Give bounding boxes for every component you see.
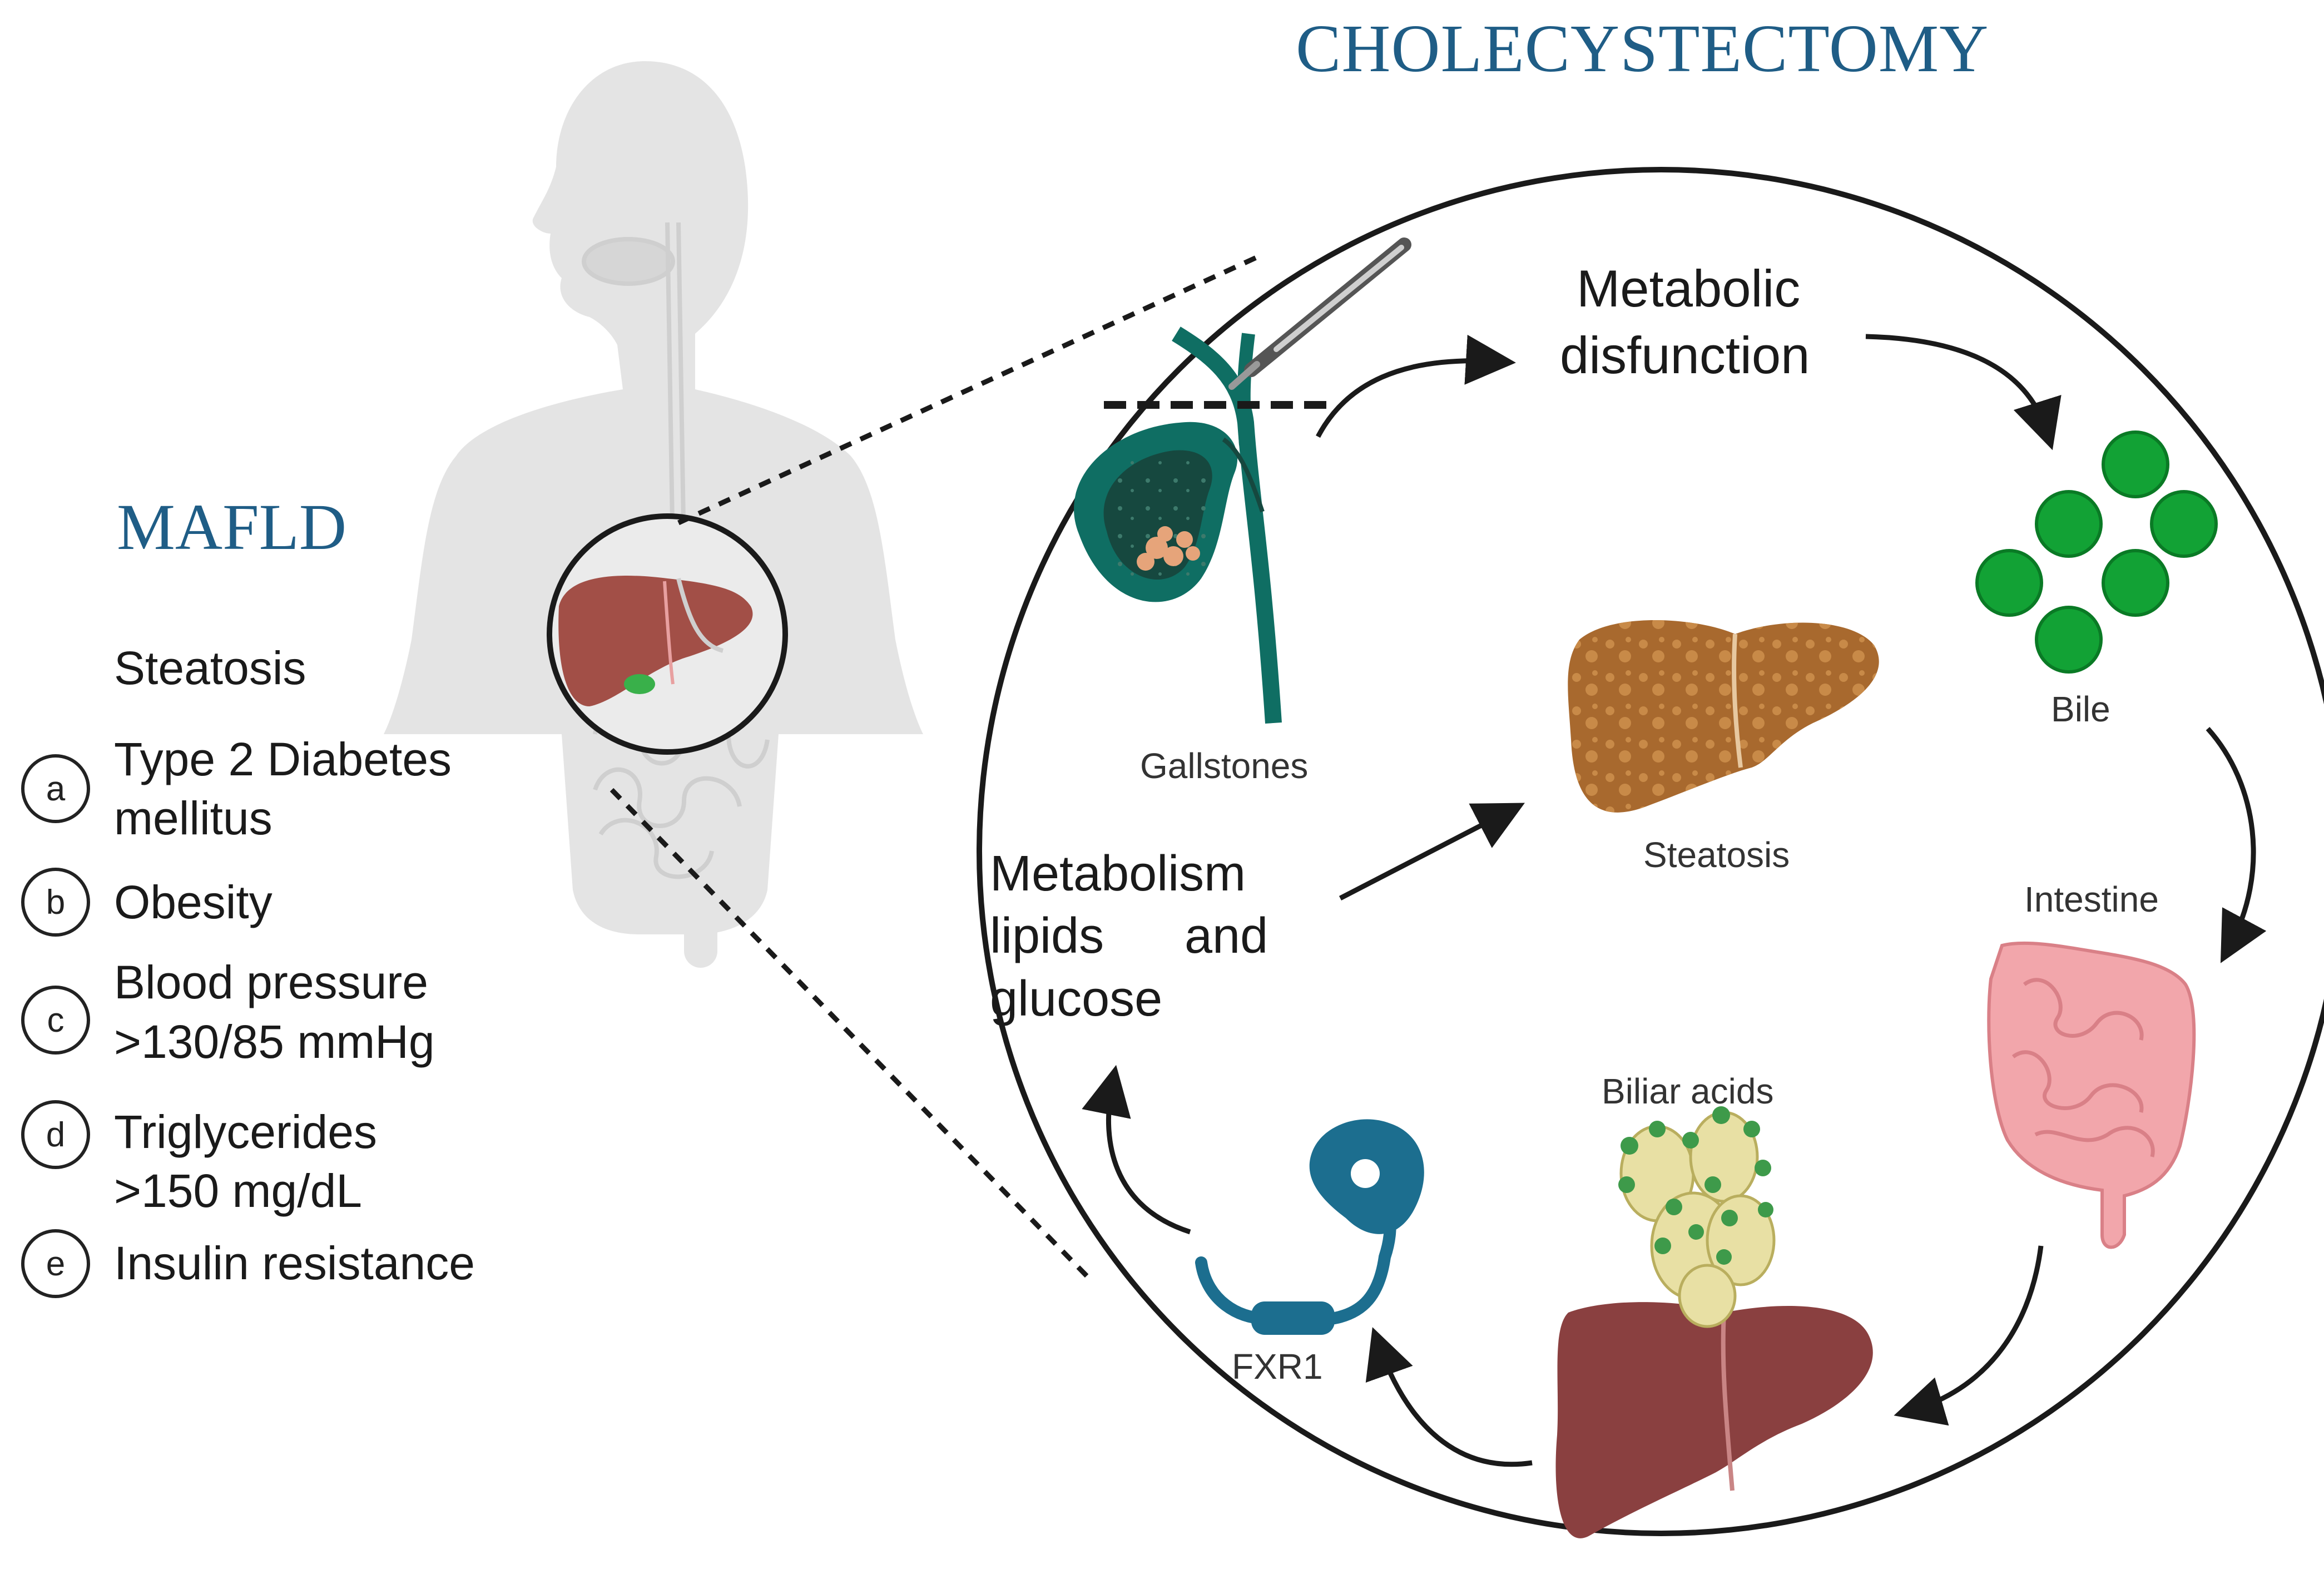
criteria-item-c-line1: Blood pressure [114, 956, 428, 1008]
liver-icon [1555, 1302, 1873, 1538]
arrow-liver-to-fxr [1365, 1327, 1533, 1467]
bile-icon [1975, 430, 2218, 674]
fxr-receptor-icon [1195, 1119, 1424, 1335]
intestine-label: Intestine [2024, 879, 2159, 919]
arrow-bile-to-intestine [2206, 726, 2267, 963]
biliar-acids-label: Biliar acids [1602, 1071, 1774, 1111]
fxr-label: FXR1 [1232, 1347, 1323, 1387]
gallstones-label: Gallstones [1140, 746, 1309, 786]
criteria-item-d-line2: >150 mg/dL [114, 1165, 363, 1217]
metabolism-line1: Metabolism [990, 846, 1246, 902]
steatosis-liver-icon [1568, 620, 1879, 813]
mafld-heading: MAFLD [117, 491, 347, 563]
criteria-badge-a: a [21, 754, 90, 823]
steatosis-label: Steatosis [1643, 835, 1790, 875]
intestine-icon [1987, 941, 2196, 1249]
metabolism-line2-word1: lipids [990, 908, 1104, 964]
biliar-acids-icon [1618, 1106, 1776, 1328]
criteria-badge-d: d [21, 1100, 90, 1169]
metabolism-line3: glucose [990, 971, 1163, 1027]
cycle-arrows [1082, 334, 2267, 1467]
arrow-intestine-to-liver [1894, 1245, 2044, 1426]
cycle-circle [977, 167, 2324, 1536]
criteria-badge-b: b [21, 868, 90, 937]
criteria-badge-c: c [21, 986, 90, 1055]
liver-zoom-callout [547, 513, 788, 755]
criteria-item-a-line1: Type 2 Diabetes [114, 733, 452, 785]
main-heading: CHOLECYSTECTOMY [1296, 11, 1989, 86]
arrow-metabolism-to-steatosis [1339, 803, 1525, 900]
gallbladder-illustration [1074, 326, 1282, 724]
criteria-item-d-line1: Triglycerides [114, 1106, 377, 1158]
scalpel-icon [1228, 237, 1411, 390]
zoom-guide-lines [610, 252, 1263, 1281]
bile-label: Bile [2051, 689, 2110, 729]
criteria-badge-e: e [21, 1229, 90, 1298]
metabolic-dysfunction-line2: disfunction [1560, 326, 1810, 384]
arrow-metabolic-to-bile [1865, 334, 2062, 451]
criteria-intro: Steatosis [114, 642, 306, 694]
criteria-item-e-line1: Insulin resistance [114, 1237, 475, 1289]
arrow-fxr-to-metabolism [1082, 1065, 1191, 1235]
metabolism-line2-word2: and [1185, 908, 1268, 964]
metabolic-dysfunction-line1: Metabolic [1577, 259, 1801, 318]
criteria-item-c-line2: >130/85 mmHg [114, 1016, 435, 1068]
criteria-item-a-line2: mellitus [114, 792, 272, 844]
arrow-gallbladder-to-metabolic [1316, 334, 1516, 438]
criteria-item-b-line1: Obesity [114, 876, 272, 928]
